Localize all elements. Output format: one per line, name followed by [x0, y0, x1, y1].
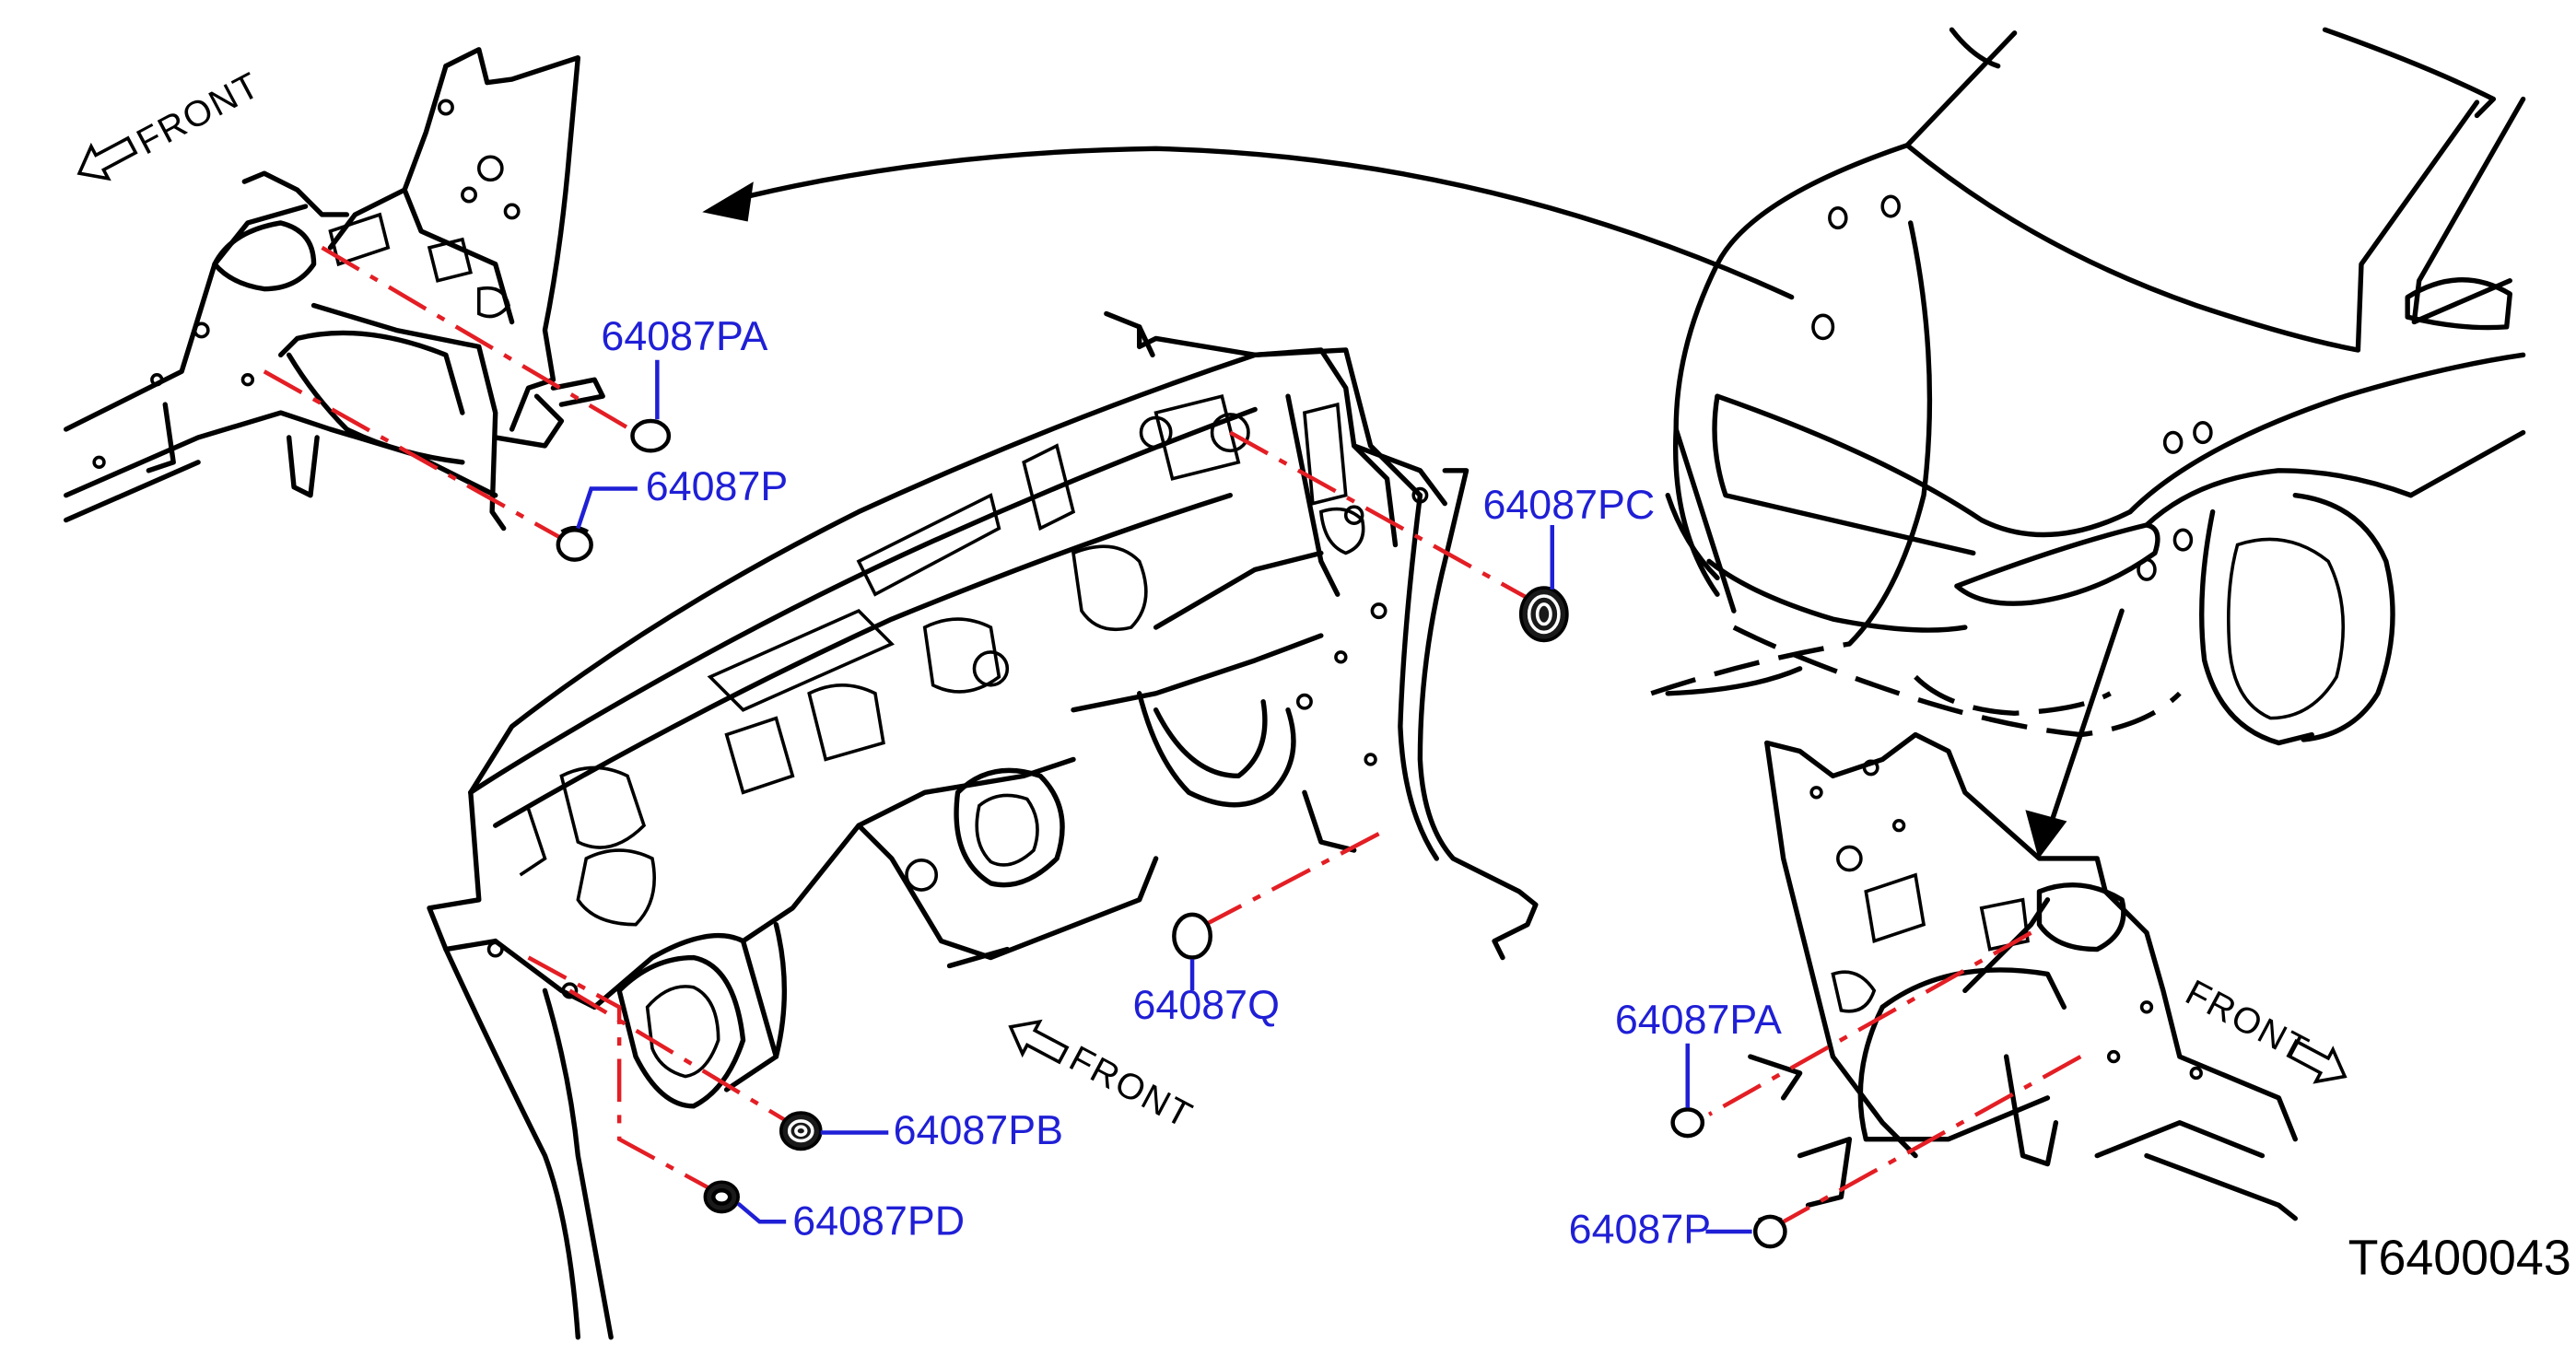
- grommet-64087pc: [1518, 586, 1569, 643]
- callout-64087pd: 64087PD: [792, 1198, 965, 1244]
- callout-64087q: 64087Q: [1133, 982, 1280, 1028]
- dash-panel-illustration: [427, 310, 1539, 1340]
- right-subview-illustration: [1748, 731, 2298, 1221]
- callout-64087pc: 64087PC: [1482, 482, 1655, 528]
- callout-64087pa-right: 64087PA: [1615, 997, 1782, 1043]
- curved-arrow-icon: [702, 146, 2125, 859]
- callout-64087pb: 64087PB: [894, 1107, 1063, 1153]
- callout-64087p-top: 64087P: [646, 463, 788, 509]
- grommet-64087pb: [779, 1111, 823, 1151]
- plug-64087pa-top: [630, 418, 672, 453]
- plug-64087q: [1172, 912, 1213, 960]
- left-subview-illustration: [64, 47, 605, 532]
- plug-64087pa-right: [1670, 1107, 1705, 1139]
- callout-64087p-right: 64087P: [1569, 1207, 1711, 1253]
- plug-64087p-top: [556, 525, 593, 562]
- callout-64087pa-top: 64087PA: [601, 313, 767, 359]
- front-arrow-icon: [76, 135, 138, 181]
- plug-64087p-right: [1752, 1214, 1787, 1249]
- diagram-code: T6400043: [2348, 1231, 2571, 1286]
- front-label-right: FRONT: [2179, 972, 2315, 1070]
- assembly-lines: [263, 245, 2082, 1224]
- front-arrow-icon: [2286, 1038, 2348, 1084]
- front-label-center: FRONT: [1063, 1038, 1200, 1137]
- vehicle-illustration: [1650, 27, 2526, 746]
- front-indicator-top-left: FRONT: [76, 64, 267, 181]
- front-arrow-icon: [1008, 1019, 1070, 1065]
- grommet-64087pd: [703, 1180, 740, 1214]
- callout-leaders: [576, 359, 1752, 1234]
- front-indicator-right: FRONT: [2179, 972, 2348, 1084]
- front-label-top-left: FRONT: [130, 64, 266, 163]
